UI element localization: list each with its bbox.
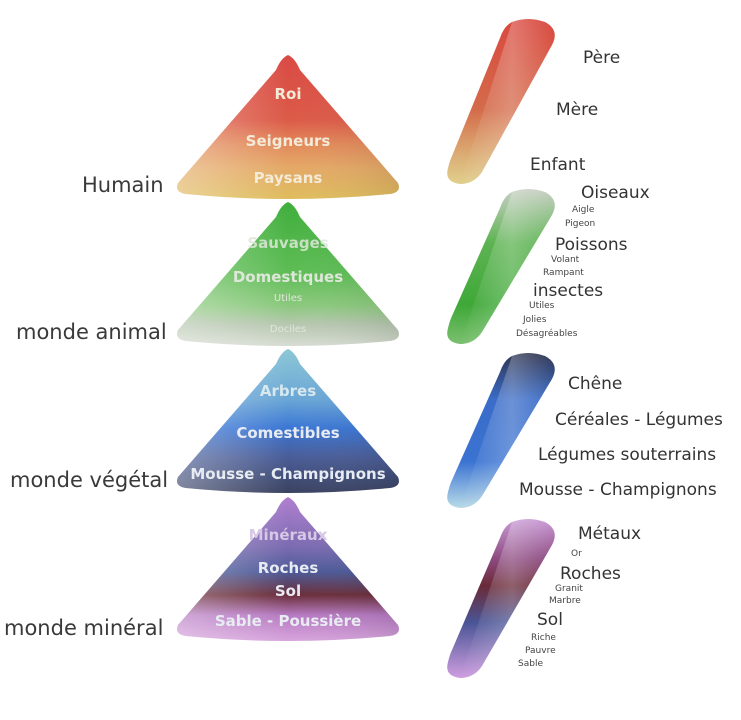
- pyramid-animal: [177, 202, 399, 346]
- side-sublabel: Riche: [531, 633, 556, 643]
- side-label: Chêne: [568, 374, 623, 394]
- side-label: Oiseaux: [581, 183, 650, 203]
- side-label: Père: [583, 48, 621, 68]
- side-sublabel: Sable: [518, 659, 543, 669]
- section-label-mineral: monde minéral: [4, 616, 164, 640]
- side-label: Métaux: [578, 524, 642, 544]
- section-label-animal: monde animal: [16, 320, 167, 344]
- side-sublabel: Désagréables: [516, 329, 578, 339]
- pyramid-level-label: Roi: [274, 85, 302, 103]
- side-sublabel: Marbre: [549, 596, 581, 606]
- side-sublabel: Pigeon: [565, 219, 596, 229]
- side-label: Sol: [537, 610, 563, 630]
- pyramid-level-label: Sable - Poussière: [214, 612, 362, 630]
- side-label: insectes: [533, 281, 604, 301]
- side-label: Roches: [560, 564, 621, 584]
- side-sublabel: Or: [571, 549, 582, 559]
- side-sublabel: Aigle: [572, 205, 595, 215]
- side-sublabel: Utiles: [529, 301, 555, 311]
- ribbon-humain: [447, 19, 555, 184]
- pyramid-level-label: Dociles: [269, 324, 307, 335]
- pyramid-level-label: Utiles: [273, 293, 303, 304]
- pyramid-mineral: [177, 497, 399, 641]
- ribbon-animal: [447, 189, 555, 344]
- side-label: Enfant: [530, 155, 586, 175]
- pyramid-level-label: Seigneurs: [245, 132, 331, 150]
- side-sublabel: Pauvre: [525, 646, 556, 656]
- ribbon-vegetal: [447, 353, 555, 508]
- pyramid-level-label: Paysans: [253, 169, 323, 187]
- pyramid-level-label: Sol: [274, 582, 302, 600]
- section-label-vegetal: monde végétal: [10, 468, 169, 492]
- side-sublabel: Rampant: [543, 268, 584, 278]
- pyramid-level-label: Arbres: [259, 382, 317, 400]
- pyramid-level-label: Comestibles: [236, 424, 340, 442]
- pyramid-level-label: Roches: [257, 559, 319, 577]
- ribbon-mineral: [447, 519, 555, 678]
- side-label: Légumes souterrains: [538, 445, 717, 465]
- side-sublabel: Volant: [551, 255, 580, 265]
- side-label: Mère: [556, 100, 599, 120]
- side-sublabel: Granit: [555, 584, 583, 594]
- pyramid-level-label: Mousse - Champignons: [190, 465, 386, 483]
- section-label-humain: Humain: [82, 173, 164, 197]
- pyramid-level-label: Sauvages: [247, 234, 329, 252]
- side-label: Poissons: [555, 235, 628, 255]
- pyramid-level-label: Minéraux: [248, 526, 328, 544]
- pyramid-humain: [177, 55, 399, 199]
- pyramid-level-label: Domestiques: [232, 268, 344, 286]
- pyramid-vegetal: [177, 349, 399, 493]
- side-label: Mousse - Champignons: [519, 480, 717, 500]
- side-sublabel: Jolies: [523, 315, 547, 325]
- side-label: Céréales - Légumes: [555, 410, 723, 430]
